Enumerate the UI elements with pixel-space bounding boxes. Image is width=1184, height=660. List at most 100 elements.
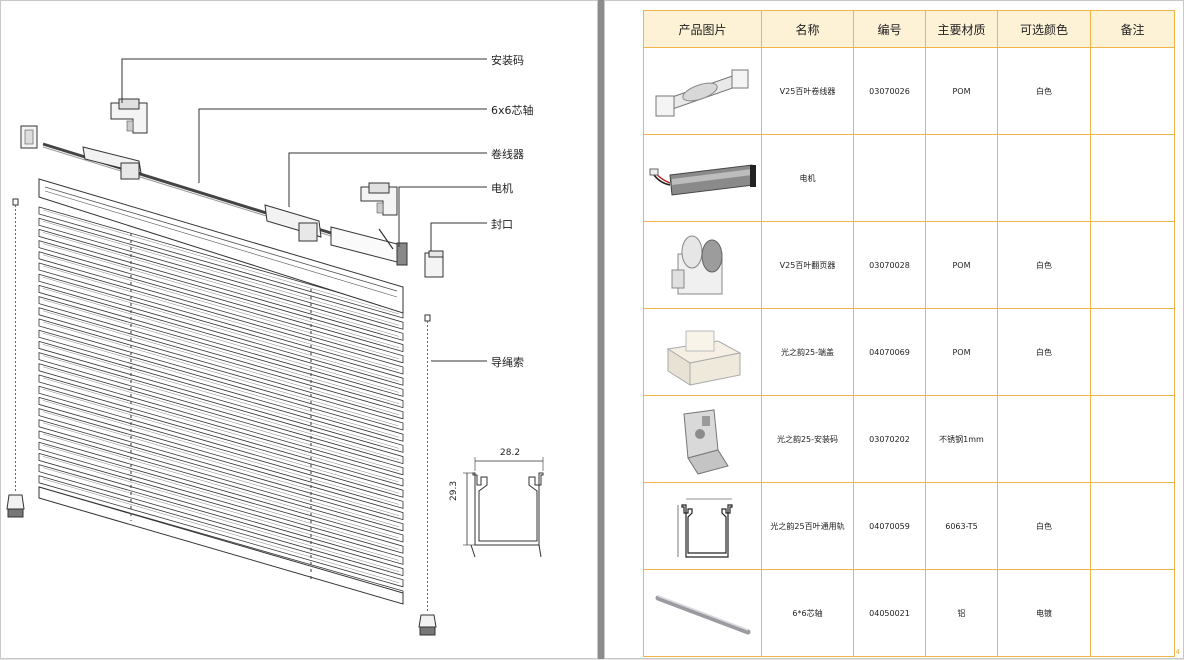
blind-slat-edge xyxy=(42,355,400,460)
blind-slat-edge xyxy=(42,456,400,561)
blind-slat-edge xyxy=(42,299,400,404)
blind-slat-edge xyxy=(42,400,400,505)
page-number: 4 xyxy=(1175,648,1180,656)
blind-slat xyxy=(38,307,404,420)
table-row: 6*6芯轴 04050021 铝 电镀 xyxy=(643,569,1175,657)
material-cell: POM xyxy=(925,221,998,309)
material-cell: POM xyxy=(925,47,998,135)
blind-slat-edge xyxy=(42,243,400,348)
color-cell xyxy=(997,134,1091,222)
note-cell xyxy=(1090,221,1175,309)
blind-slat xyxy=(38,284,404,397)
header-material: 主要材质 xyxy=(925,10,998,48)
material-cell xyxy=(925,134,998,222)
label-end-cap: 封口 xyxy=(491,218,513,231)
blind-slat xyxy=(38,374,404,487)
note-cell xyxy=(1090,395,1175,483)
profile-width-value: 28.2 xyxy=(500,448,521,458)
blind-slat xyxy=(38,206,404,319)
blind-slat xyxy=(38,340,404,453)
blind-slat-edge xyxy=(42,276,400,382)
winder-part xyxy=(264,204,322,242)
code-cell: 04070069 xyxy=(853,308,926,396)
code-cell: 03070026 xyxy=(853,47,926,135)
label-mount-code: 安装码 xyxy=(491,54,524,67)
blind-slat-edge xyxy=(42,332,400,438)
blind-slat xyxy=(38,452,404,565)
leader-motor xyxy=(398,186,487,247)
leader-end-cap xyxy=(430,222,487,251)
note-cell xyxy=(1090,134,1175,222)
blind-slat xyxy=(38,396,404,509)
note-cell xyxy=(1090,569,1175,657)
rail-profile-drawing xyxy=(643,482,762,570)
blind-slat xyxy=(38,251,404,364)
blind-slat xyxy=(38,430,404,543)
blind-slat-edge xyxy=(42,467,400,572)
label-winder: 卷线器 xyxy=(491,148,524,161)
header-color: 可选颜色 xyxy=(997,10,1091,48)
blind-slat-edge xyxy=(42,388,400,494)
blind-slat xyxy=(38,217,404,330)
blind-slat-edge xyxy=(42,433,400,539)
code-cell: 03070202 xyxy=(853,395,926,483)
blind-slat xyxy=(38,318,404,431)
rail-profile-drawing xyxy=(463,457,544,558)
name-cell: 6*6芯轴 xyxy=(761,569,854,657)
blind-slat-edge xyxy=(42,377,400,483)
blind-slat xyxy=(38,296,404,409)
blind-slat-edge xyxy=(42,209,400,315)
note-cell xyxy=(1090,308,1175,396)
blind-slat-edge xyxy=(42,344,400,449)
color-cell: 白色 xyxy=(997,308,1091,396)
header-note: 备注 xyxy=(1090,10,1175,48)
blind-slat-edge xyxy=(42,232,400,337)
leader-winder xyxy=(288,152,487,207)
mount-bracket-top xyxy=(110,98,148,134)
motor-part xyxy=(330,226,408,266)
table-row: 电机 xyxy=(643,134,1175,222)
code-cell: 04070059 xyxy=(853,482,926,570)
color-cell: 白色 xyxy=(997,482,1091,570)
blind-slat xyxy=(38,329,404,442)
blind-slat-edge xyxy=(42,310,400,416)
tilter-part xyxy=(82,146,142,180)
code-cell: 03070028 xyxy=(853,221,926,309)
table-row: V25百叶翻页器 03070028 POM 白色 xyxy=(643,221,1175,309)
table-row: 光之韵25-安装码 03070202 不锈钢1mm xyxy=(643,395,1175,483)
material-cell: 6063-T5 xyxy=(925,482,998,570)
code-cell: 04050021 xyxy=(853,569,926,657)
venetian-blind-exploded-drawing xyxy=(6,58,544,636)
mount-code-photo xyxy=(643,395,762,483)
blind-slat xyxy=(38,352,404,465)
blind-slat xyxy=(38,273,404,386)
bottom-rail xyxy=(38,486,404,605)
blind-slat xyxy=(38,262,404,375)
leader-core-shaft xyxy=(198,108,487,183)
name-cell: 光之韵25百叶通用轨 xyxy=(761,482,854,570)
code-cell xyxy=(853,134,926,222)
blind-slat-edge xyxy=(42,254,400,360)
material-cell: 铝 xyxy=(925,569,998,657)
blind-slat xyxy=(38,408,404,521)
label-guide-cord: 导绳索 xyxy=(491,356,524,369)
color-cell: 白色 xyxy=(997,221,1091,309)
parts-spec-table: 产品图片 名称 编号 主要材质 可选颜色 备注 V25百叶卷线器 xyxy=(643,10,1175,657)
blind-slat xyxy=(38,363,404,476)
blind-slat xyxy=(38,419,404,532)
table-header-row: 产品图片 名称 编号 主要材质 可选颜色 备注 xyxy=(643,10,1175,48)
note-cell xyxy=(1090,482,1175,570)
motor-photo xyxy=(643,134,762,222)
right-pull-cord xyxy=(418,314,437,636)
exploded-diagram-page: 安装码 6x6芯轴 卷线器 电机 封口 导绳索 28.2 29.3 xyxy=(0,0,598,659)
winder-photo xyxy=(643,47,762,135)
name-cell: 电机 xyxy=(761,134,854,222)
color-cell: 电镀 xyxy=(997,569,1091,657)
name-cell: V25百叶翻页器 xyxy=(761,221,854,309)
page-gutter xyxy=(598,0,604,659)
blind-slat-edge xyxy=(42,478,400,584)
blind-slat-edge xyxy=(42,444,400,550)
parts-table-page: 产品图片 名称 编号 主要材质 可选颜色 备注 V25百叶卷线器 xyxy=(604,0,1184,659)
core-shaft-photo xyxy=(643,569,762,657)
name-cell: V25百叶卷线器 xyxy=(761,47,854,135)
